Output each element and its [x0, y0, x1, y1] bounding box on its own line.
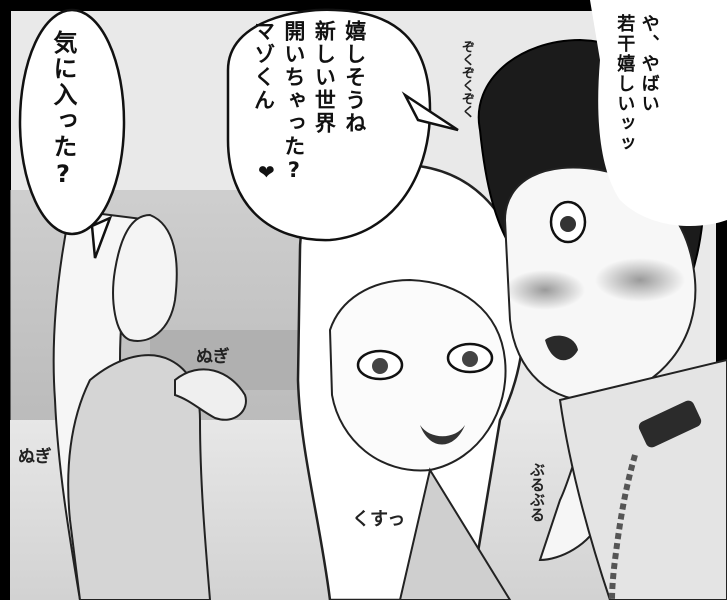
speech-bubble-left	[18, 8, 126, 236]
speech-left-text: 気に入った?	[49, 30, 77, 190]
sfx-kusu-text: くすっ	[352, 509, 406, 530]
sfx-nugi2-text: ぬぎ	[18, 447, 52, 467]
girl-left-figure	[52, 208, 247, 600]
sfx-buru-text: ぶるぶる	[528, 462, 546, 522]
girl-center-figure	[296, 163, 610, 600]
sfx-nugi-text: ぬぎ	[196, 347, 230, 367]
thought-burst-right	[590, 0, 727, 226]
speech-center-text: 嬉しそうね 新しい世界 開いちゃった? マゾくん	[251, 20, 367, 184]
speech-right-text: や、やばい 若干嬉しいッッ	[614, 14, 660, 154]
sfx-zoku-text: ぞくぞくぞく	[459, 40, 474, 118]
heart-icon: ❤	[258, 160, 275, 184]
